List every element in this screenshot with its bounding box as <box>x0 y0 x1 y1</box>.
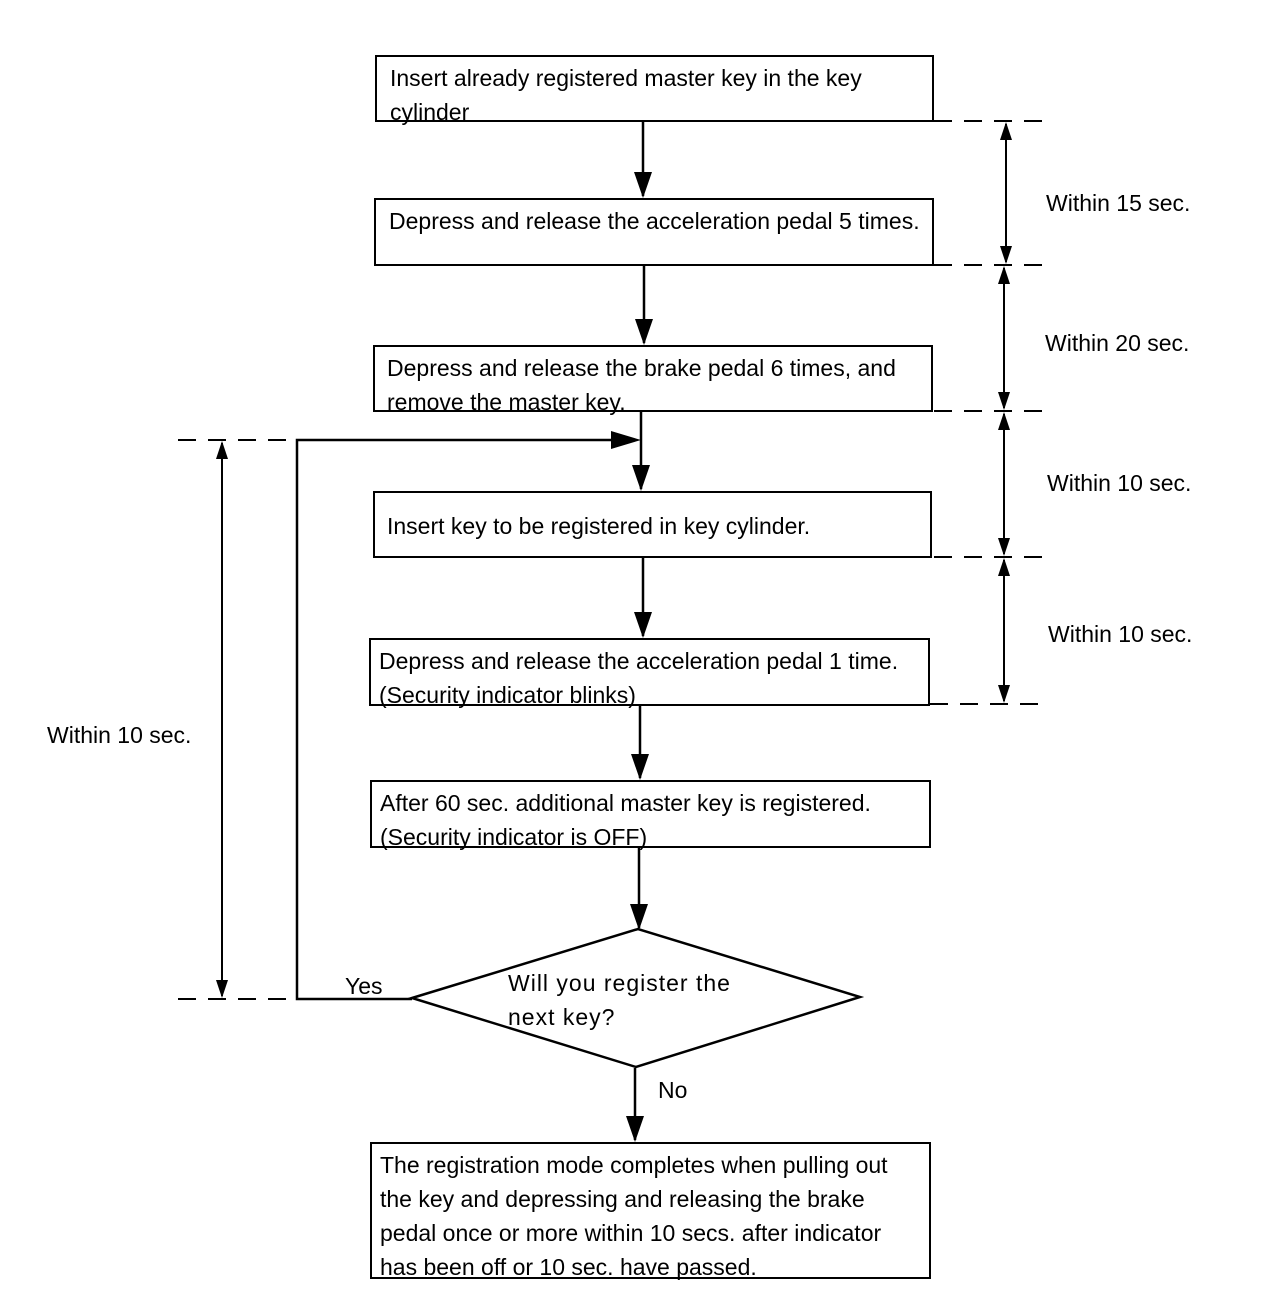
timing-label-loop-10s: Within 10 sec. <box>47 722 192 748</box>
step-text: The registration mode completes when pul… <box>380 1152 888 1280</box>
arrowhead <box>626 1116 644 1142</box>
arrowhead <box>632 465 650 491</box>
arrowhead <box>631 754 649 780</box>
yes-label: Yes <box>345 973 383 999</box>
arrowhead <box>634 612 652 638</box>
step-insert-new-key: Insert key to be registered in key cylin… <box>373 491 932 558</box>
step-text: After 60 sec. additional master key is r… <box>380 790 871 850</box>
decision-diamond <box>407 927 865 1069</box>
arrowhead <box>635 319 653 345</box>
no-label: No <box>658 1077 688 1103</box>
step-insert-master-key: Insert already registered master key in … <box>375 55 934 125</box>
arrowhead <box>611 431 641 449</box>
step-key-registered: After 60 sec. additional master key is r… <box>370 780 931 850</box>
arrowhead <box>630 904 648 930</box>
arrowhead <box>634 172 652 198</box>
step-accel-pedal-1: Depress and release the acceleration ped… <box>369 638 930 708</box>
decision-question: Will you register the next key? <box>508 970 731 1030</box>
step-completion: The registration mode completes when pul… <box>370 1142 931 1280</box>
step-text: Insert already registered master key in … <box>390 65 862 125</box>
arrowhead <box>216 441 228 459</box>
arrowhead <box>1000 122 1012 140</box>
step-brake-pedal-6: Depress and release the brake pedal 6 ti… <box>373 345 933 415</box>
step-text: Depress and release the brake pedal 6 ti… <box>387 355 896 415</box>
arrowhead <box>998 412 1010 430</box>
arrowhead <box>1000 246 1012 264</box>
step-text: Depress and release the acceleration ped… <box>379 648 899 708</box>
arrowhead <box>998 685 1010 703</box>
arrowhead <box>998 392 1010 410</box>
arrowhead <box>998 558 1010 576</box>
yes-loop-line <box>295 438 615 1001</box>
step-accel-pedal-5: Depress and release the acceleration ped… <box>374 198 934 266</box>
arrowhead <box>998 538 1010 556</box>
timing-label-10s-b: Within 10 sec. <box>1048 621 1193 647</box>
timing-label-20s: Within 20 sec. <box>1045 330 1190 356</box>
timing-label-15s: Within 15 sec. <box>1046 190 1191 216</box>
step-text: Depress and release the acceleration ped… <box>389 208 920 234</box>
arrowhead <box>216 980 228 998</box>
step-text: Insert key to be registered in key cylin… <box>387 513 811 539</box>
timing-label-10s-a: Within 10 sec. <box>1047 470 1192 496</box>
arrowhead <box>998 266 1010 284</box>
